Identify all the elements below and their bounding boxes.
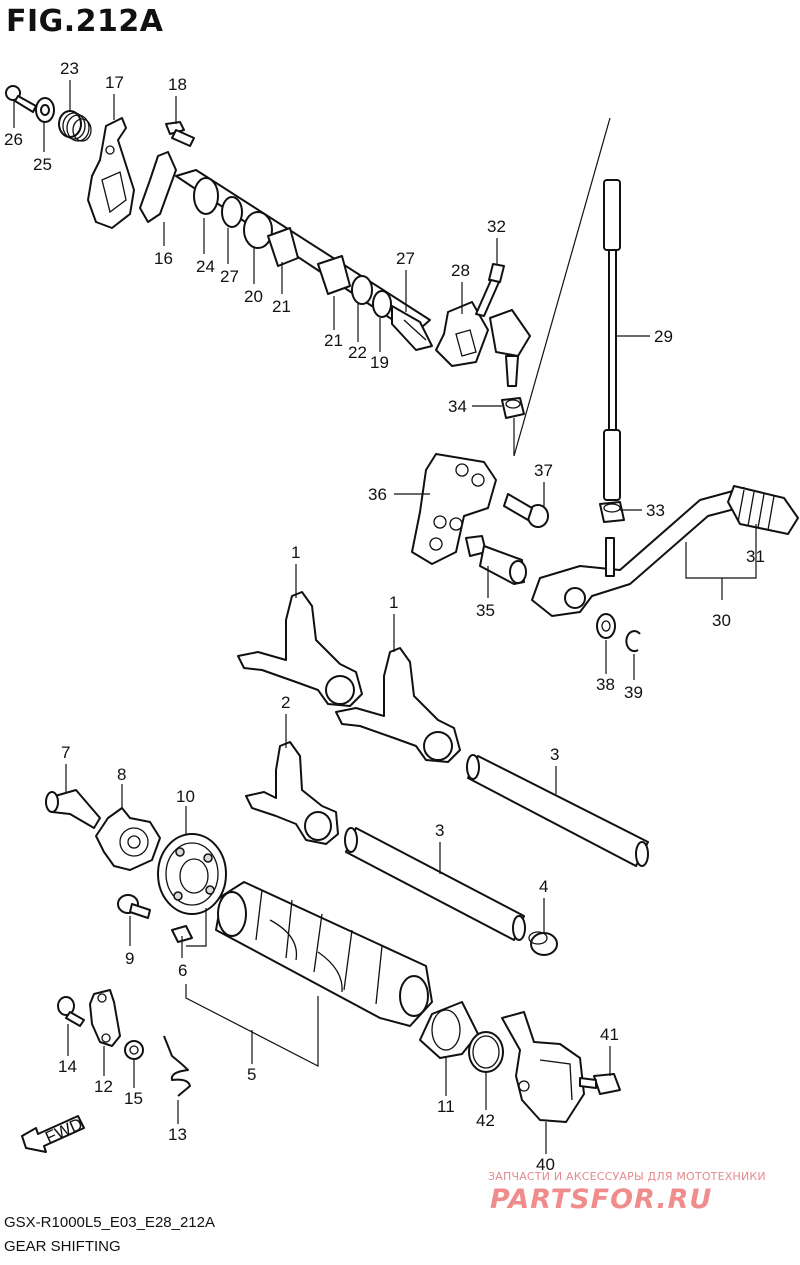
part-37-bolt[interactable] [503, 493, 549, 528]
callout-25: 25 [33, 155, 52, 174]
callout-1b: 1 [389, 593, 398, 612]
callout-31: 31 [746, 547, 765, 566]
part-18-bolt[interactable] [165, 121, 195, 147]
callout-8: 8 [117, 765, 126, 784]
callout-36: 36 [368, 485, 387, 504]
part-2-shift-fork-lower[interactable] [245, 741, 339, 845]
part-13-spring[interactable] [163, 1035, 191, 1097]
callout-23: 23 [60, 59, 79, 78]
part-9-bolt[interactable] [117, 894, 151, 919]
part-11-bearing[interactable] [419, 1001, 479, 1059]
callout-37: 37 [534, 461, 553, 480]
part-26-bolt[interactable] [5, 85, 37, 113]
figure-name: GEAR SHIFTING [4, 1238, 121, 1255]
callout-29: 29 [654, 327, 673, 346]
callout-labels: 26 23 25 17 18 16 24 27 20 21 27 21 22 1… [4, 59, 765, 1174]
callout-10: 10 [176, 787, 195, 806]
part-38-washer[interactable] [596, 613, 616, 639]
callout-14: 14 [58, 1057, 77, 1076]
part-39-circlip[interactable] [625, 630, 641, 653]
callout-11: 11 [437, 1097, 455, 1116]
leader-lines [13, 80, 757, 1154]
callout-42: 42 [476, 1111, 495, 1130]
callout-9: 9 [125, 949, 134, 968]
callout-19: 19 [370, 353, 389, 372]
part-41-bolt[interactable] [579, 1073, 621, 1095]
part-29-shift-rod[interactable] [603, 179, 621, 501]
callout-18: 18 [168, 75, 187, 94]
part-17-stopper-plate[interactable] [87, 117, 135, 229]
callout-21: 21 [272, 297, 291, 316]
callout-4: 4 [539, 877, 548, 896]
callout-41: 41 [600, 1025, 619, 1044]
callout-17: 17 [105, 73, 124, 92]
callout-40: 40 [536, 1155, 555, 1174]
part-32-bolt[interactable] [475, 263, 505, 317]
part-33-nut[interactable] [599, 501, 625, 523]
forward-direction-arrow-icon: FWD [21, 1114, 85, 1153]
callout-1a: 1 [291, 543, 300, 562]
callout-32: 32 [487, 217, 506, 236]
callout-16: 16 [154, 249, 173, 268]
callout-30: 30 [712, 611, 731, 630]
part-1-shift-fork-middle[interactable] [335, 647, 461, 763]
callout-28: 28 [451, 261, 470, 280]
callout-27: 27 [220, 267, 239, 286]
callout-7: 7 [61, 743, 70, 762]
callout-3b: 3 [435, 821, 444, 840]
callout-2: 2 [281, 693, 290, 712]
callout-34: 34 [448, 397, 467, 416]
part-15-washer[interactable] [124, 1040, 144, 1060]
part-12-stopper-arm[interactable] [89, 989, 121, 1047]
part-16-shift-arm[interactable] [139, 151, 177, 223]
shift-rod-joint [489, 309, 531, 387]
part-25-washer[interactable] [35, 97, 55, 123]
part-30-gearshift-lever[interactable] [531, 487, 747, 617]
part-10-bearing[interactable] [157, 833, 227, 915]
part-1-shift-fork-upper[interactable] [237, 591, 363, 707]
part-6-pin[interactable] [171, 925, 193, 943]
watermark-logo: PARTSFOR.RU [490, 1184, 713, 1215]
part-5-gearshift-cam[interactable] [215, 881, 433, 1027]
watermark-tagline: ЗАПЧАСТИ И АКСЕССУАРЫ ДЛЯ МОТОТЕХНИКИ [488, 1170, 766, 1183]
callout-27: 27 [396, 249, 415, 268]
callout-12: 12 [94, 1077, 113, 1096]
part-40-switch-assembly[interactable] [501, 1011, 585, 1123]
part-14-bolt[interactable] [57, 996, 85, 1027]
part-7-pin[interactable] [45, 789, 101, 829]
part-31-footpeg-rubber[interactable] [727, 485, 799, 535]
callout-5: 5 [247, 1065, 256, 1084]
callout-20: 20 [244, 287, 263, 306]
callout-3a: 3 [550, 745, 559, 764]
part-23-spring[interactable] [58, 110, 92, 142]
callout-22: 22 [348, 343, 367, 362]
part-20-shift-shaft[interactable] [175, 169, 433, 351]
callout-21: 21 [324, 331, 343, 350]
part-4-plug[interactable] [528, 931, 558, 956]
fwd-label: FWD [42, 1114, 85, 1147]
part-8-cam-stopper[interactable] [95, 807, 161, 871]
part-35-pivot-bolt[interactable] [465, 535, 527, 585]
part-42-o-ring[interactable] [468, 1031, 504, 1073]
part-36-bracket[interactable] [411, 453, 497, 565]
callout-33: 33 [646, 501, 665, 520]
part-3-fork-shaft-lower[interactable] [344, 827, 526, 941]
callout-26: 26 [4, 130, 23, 149]
figure-code: GSX-R1000L5_E03_E28_212A [4, 1214, 215, 1231]
figure-title: FIG.212A [6, 4, 164, 39]
part-3-fork-shaft-upper[interactable] [466, 754, 649, 867]
part-34-nut[interactable] [501, 397, 525, 419]
callout-38: 38 [596, 675, 615, 694]
callout-6: 6 [178, 961, 187, 980]
callout-24: 24 [196, 257, 215, 276]
callout-15: 15 [124, 1089, 143, 1108]
callout-13: 13 [168, 1125, 187, 1144]
part-28-shift-arm-clamp[interactable] [435, 301, 489, 367]
callout-35: 35 [476, 601, 495, 620]
callout-39: 39 [624, 683, 643, 702]
